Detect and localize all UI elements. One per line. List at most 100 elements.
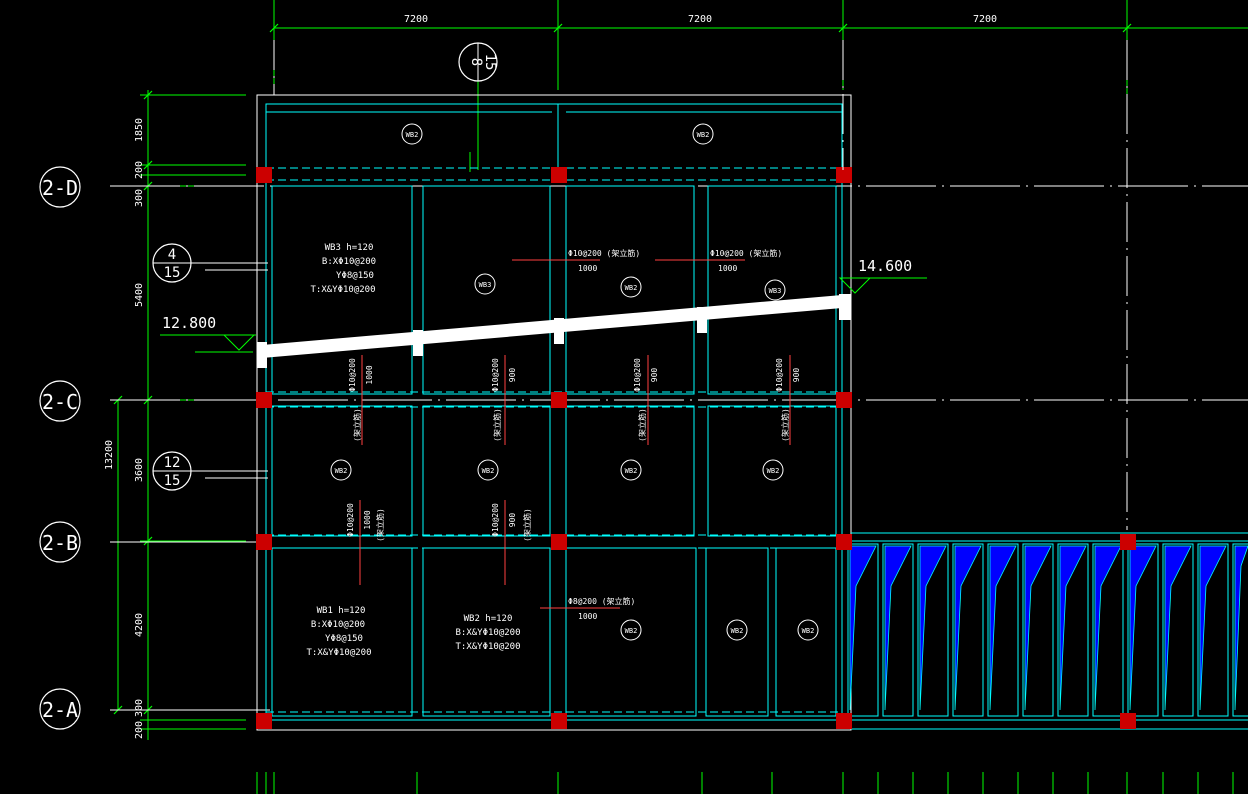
slab-note-wb2: WB2 h=120 B:X&YΦ10@200 T:X&YΦ10@200 — [455, 614, 520, 652]
rebar-vlength-5: 1000 — [363, 510, 372, 529]
elevation-mark-left: 12.800 — [160, 314, 256, 351]
slab-note-wb3-line1: WB3 h=120 — [325, 243, 374, 253]
slab-tag-wb2-2: WB2 — [697, 131, 710, 139]
axis-label-2b: 2-B — [42, 531, 78, 555]
left-dim-200-bottom: 200 — [134, 721, 145, 739]
axis-bubble-2d: 2-D — [39, 166, 81, 208]
section-mark-top-sheet: 15 — [482, 54, 498, 71]
axis-bubble-2b: 2-B — [39, 521, 81, 563]
elevation-right-value: 14.600 — [858, 257, 912, 275]
slab-tags — [330, 123, 819, 641]
rebar-vnote-4: (架立筋) — [780, 408, 790, 442]
left-dim-total: 13200 — [104, 440, 115, 470]
slab-tag-wb2-4: WB2 — [335, 467, 348, 475]
rebar-labels-vertical: Φ10@200 1000 (架立筋) Φ10@200 900 (架立筋) Φ10… — [346, 358, 801, 542]
left-dim-300-bottom: 300 — [134, 699, 145, 717]
building-outline — [256, 94, 852, 731]
slab-tag-texts: WB2 WB2 WB3 WB2 WB3 WB2 WB2 WB2 WB2 WB2 … — [335, 131, 815, 635]
slab-tag-wb2-8: WB2 — [625, 627, 638, 635]
section-mark-left-upper-sheet: 15 — [164, 265, 181, 281]
rebar-vlabel-2: Φ10@200 — [491, 358, 500, 392]
slab-note-wb3: WB3 h=120 B:XΦ10@200 YΦ8@150 T:X&YΦ10@20… — [310, 243, 376, 295]
rebar-vnote-2: (架立筋) — [492, 408, 502, 442]
axis-bubble-2a: 2-A — [39, 688, 81, 730]
slab-note-wb1: WB1 h=120 B:XΦ10@200 YΦ8@150 T:X&YΦ10@20… — [306, 606, 371, 658]
slab-tag-wb2-10: WB2 — [802, 627, 815, 635]
top-dimension-texts: 7200 7200 7200 — [404, 14, 997, 25]
axis-label-2d: 2-D — [42, 176, 78, 200]
rebar-vlength-3: 900 — [650, 368, 659, 383]
axis-label-2a: 2-A — [42, 698, 78, 722]
left-dim-1850: 1850 — [134, 118, 145, 142]
rebar-vlength-1: 1000 — [365, 365, 374, 384]
axis-label-2c: 2-C — [42, 390, 78, 414]
slab-tag-wb2-9: WB2 — [731, 627, 744, 635]
rebar-label-2: Φ10@200 (架立筋) — [710, 248, 782, 258]
section-mark-left-lower: 12 15 — [152, 451, 268, 491]
section-mark-top: 8 15 — [458, 42, 498, 82]
left-dimension-texts: 1850 200 300 5400 3600 4200 300 200 1320… — [104, 118, 145, 739]
slab-tag-wb2-5: WB2 — [482, 467, 495, 475]
rebar-lines — [359, 259, 791, 609]
slab-note-wb3-line2: B:XΦ10@200 — [322, 257, 376, 267]
slab-note-wb1-line3: YΦ8@150 — [325, 634, 363, 644]
left-dim-3600: 3600 — [134, 458, 145, 482]
rebar-length-1: 1000 — [578, 264, 597, 273]
rebar-length-2: 1000 — [718, 264, 737, 273]
rebar-length-3: 1000 — [578, 612, 597, 621]
rebar-vlength-2: 900 — [508, 368, 517, 383]
rebar-vlabel-4: Φ10@200 — [775, 358, 784, 392]
rebar-vnote-1: (架立筋) — [352, 408, 362, 442]
rebar-vnote-6: (架立筋) — [522, 508, 532, 542]
rebar-label-3: Φ8@200 (架立筋) — [568, 596, 635, 606]
slab-tag-wb2-6: WB2 — [625, 467, 638, 475]
slab-tag-wb2-1: WB2 — [406, 131, 419, 139]
grid-vertical-lines — [842, 40, 1128, 530]
slab-tag-wb3-2: WB3 — [769, 287, 782, 295]
section-mark-left-upper: 4 15 — [152, 243, 268, 283]
top-dim-3: 7200 — [973, 14, 997, 25]
columns — [256, 167, 1136, 729]
rebar-vlabel-5: Φ10@200 — [346, 503, 355, 537]
section-mark-top-number: 8 — [468, 58, 484, 66]
rebar-vlabel-3: Φ10@200 — [633, 358, 642, 392]
top-dim-2: 7200 — [688, 14, 712, 25]
rebar-labels-horizontal: Φ10@200 (架立筋) 1000 Φ10@200 (架立筋) 1000 Φ8… — [568, 248, 782, 621]
slab-note-wb2-line2: B:X&YΦ10@200 — [455, 628, 520, 638]
slab-tag-wb2-7: WB2 — [767, 467, 780, 475]
left-dim-300-top: 300 — [134, 189, 145, 207]
slab-note-wb3-line4: T:X&YΦ10@200 — [310, 285, 375, 295]
top-dim-1: 7200 — [404, 14, 428, 25]
section-mark-left-lower-sheet: 15 — [164, 473, 181, 489]
axis-bubbles: 2-D 2-C 2-B 2-A — [39, 166, 81, 730]
slab-note-wb3-line3: YΦ8@150 — [336, 271, 374, 281]
bottom-stubs — [256, 772, 1234, 794]
left-dim-5400: 5400 — [134, 283, 145, 307]
rebar-vlabel-1: Φ10@200 — [348, 358, 357, 392]
rebar-vlength-6: 900 — [508, 513, 517, 528]
rebar-vnote-5: (架立筋) — [375, 508, 385, 542]
slab-note-wb1-line2: B:XΦ10@200 — [311, 620, 365, 630]
section-mark-left-lower-number: 12 — [164, 455, 181, 471]
rebar-vnote-3: (架立筋) — [637, 408, 647, 442]
rebar-vlength-4: 900 — [792, 368, 801, 383]
section-mark-left-upper-number: 4 — [168, 247, 176, 263]
elevation-mark-right: 14.600 — [838, 257, 927, 294]
slab-tag-wb3-1: WB3 — [479, 281, 492, 289]
rebar-vlabel-6: Φ10@200 — [491, 503, 500, 537]
left-dim-4200: 4200 — [134, 613, 145, 637]
left-dim-200-top: 200 — [134, 161, 145, 179]
elevation-left-value: 12.800 — [162, 314, 216, 332]
slab-note-wb1-line4: T:X&YΦ10@200 — [306, 648, 371, 658]
slab-note-wb2-line3: T:X&YΦ10@200 — [455, 642, 520, 652]
rebar-label-1: Φ10@200 (架立筋) — [568, 248, 640, 258]
slab-note-wb2-line1: WB2 h=120 — [464, 614, 513, 624]
slab-tag-wb2-3: WB2 — [625, 284, 638, 292]
ramp-shapes — [847, 543, 1248, 717]
panel-frames — [271, 185, 837, 717]
slab-note-wb1-line1: WB1 h=120 — [317, 606, 366, 616]
sloped-beam — [257, 294, 851, 368]
axis-bubble-2c: 2-C — [39, 380, 81, 422]
